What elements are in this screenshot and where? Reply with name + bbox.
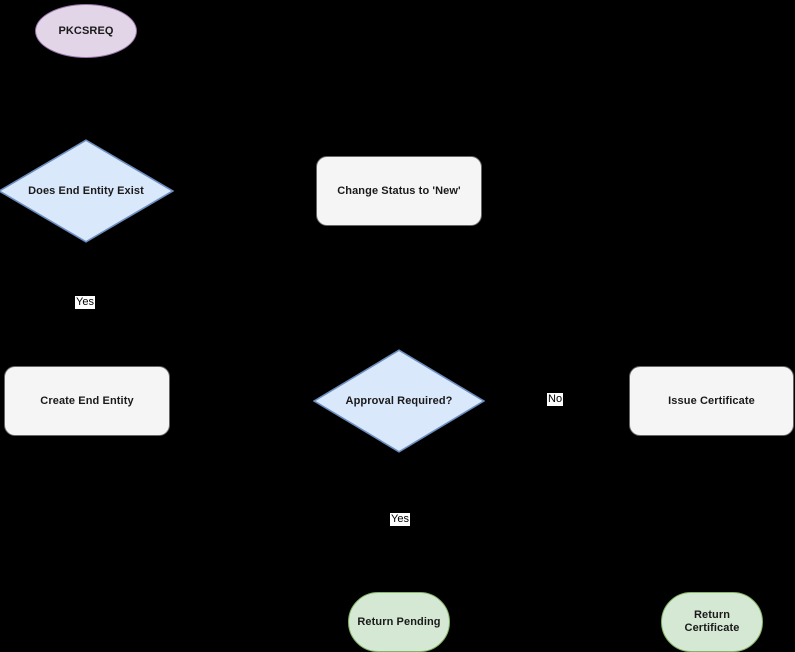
node-pkcsreq-label: PKCSREQ bbox=[58, 24, 114, 37]
node-approval-required-label: Approval Required? bbox=[345, 394, 453, 407]
node-return-pending[interactable]: Return Pending bbox=[348, 592, 450, 652]
node-pkcsreq[interactable]: PKCSREQ bbox=[35, 4, 137, 58]
node-create-end-entity-label: Create End Entity bbox=[40, 394, 134, 407]
node-approval-required[interactable]: Approval Required? bbox=[313, 349, 485, 453]
edge-label-yes-approval: Yes bbox=[390, 513, 410, 526]
edge-label-no-approval: No bbox=[547, 393, 564, 406]
node-create-end-entity[interactable]: Create End Entity bbox=[4, 366, 170, 436]
node-return-certificate[interactable]: Return Certificate bbox=[661, 592, 763, 652]
node-return-pending-label: Return Pending bbox=[357, 615, 441, 628]
node-change-status-to-new[interactable]: Change Status to 'New' bbox=[316, 156, 482, 226]
node-issue-certificate-label: Issue Certificate bbox=[668, 394, 755, 407]
node-does-end-entity-exist-label: Does End Entity Exist bbox=[28, 184, 144, 197]
node-does-end-entity-exist[interactable]: Does End Entity Exist bbox=[0, 139, 174, 243]
node-return-certificate-label: Return Certificate bbox=[684, 609, 740, 634]
edge-label-yes-exists: Yes bbox=[75, 296, 95, 309]
node-issue-certificate[interactable]: Issue Certificate bbox=[629, 366, 794, 436]
node-change-status-to-new-label: Change Status to 'New' bbox=[337, 184, 461, 197]
